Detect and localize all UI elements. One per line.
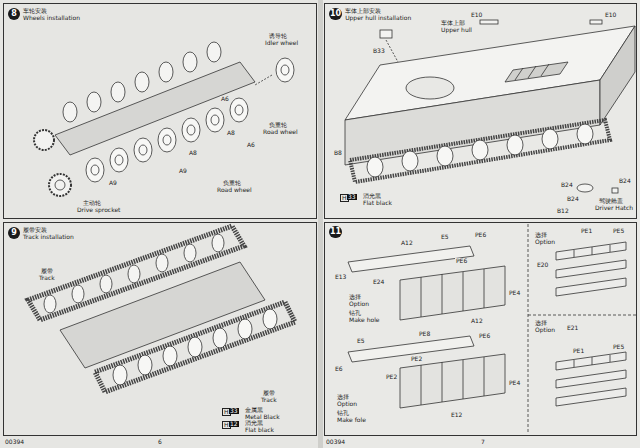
- part-label: PE4: [508, 380, 521, 386]
- step-title-line: 车体上部安装: [345, 7, 411, 14]
- part-label: Make fole: [336, 417, 367, 423]
- step-header: 8车轮安装Wheels installation: [8, 7, 80, 21]
- step-title-line: 车轮安装: [23, 7, 80, 14]
- step-number: 10: [329, 8, 342, 20]
- step-title: 履带安装Track installation: [23, 226, 74, 240]
- part-label: E24: [372, 279, 385, 285]
- part-label: PE2: [385, 374, 398, 380]
- part-label: PE6: [474, 232, 487, 238]
- step-number: 8: [8, 8, 20, 20]
- part-label: Driver Hatch: [594, 205, 634, 211]
- part-label: E10: [470, 12, 483, 18]
- part-label: 金属黑: [244, 407, 264, 413]
- part-label: E21: [566, 325, 579, 331]
- part-label: 00394: [4, 439, 25, 445]
- part-label: Road wheel: [262, 129, 299, 135]
- part-label: B24: [566, 196, 580, 202]
- part-label: E10: [604, 12, 617, 18]
- part-label: 消光黑: [244, 420, 264, 426]
- part-label: A12: [470, 318, 484, 324]
- paint-code: 12: [229, 421, 239, 427]
- part-label: E5: [356, 338, 366, 344]
- part-label: E13: [334, 274, 347, 280]
- part-label: PE5: [612, 344, 625, 350]
- part-label: A12: [400, 240, 414, 246]
- part-label: B33: [372, 48, 386, 54]
- part-label: A9: [108, 180, 118, 186]
- part-label: 车体上部: [440, 20, 466, 26]
- part-label: B8: [333, 150, 343, 156]
- part-label: Flat black: [362, 200, 393, 206]
- part-label: 负重轮: [268, 122, 288, 128]
- part-label: E5: [440, 234, 450, 240]
- part-label: A6: [220, 96, 230, 102]
- part-label: Option: [348, 301, 370, 307]
- part-label: 7: [480, 439, 486, 445]
- part-label: 履带: [262, 390, 276, 396]
- step-number: 11: [329, 226, 342, 238]
- part-label: 钻孔: [348, 310, 362, 316]
- part-label: PE8: [418, 331, 431, 337]
- step-number: 9: [8, 227, 20, 239]
- part-label: PE1: [580, 228, 593, 234]
- part-label: E12: [450, 412, 463, 418]
- part-label: PE4: [508, 290, 521, 296]
- part-label: Option: [534, 239, 556, 245]
- part-label: B12: [556, 208, 570, 214]
- part-label: PE5: [612, 228, 625, 234]
- part-label: Make hole: [348, 317, 381, 323]
- step-header: 10车体上部安装Upper hull installation: [329, 7, 411, 21]
- part-label: 6: [157, 439, 163, 445]
- part-label: 驾驶舱盖: [598, 198, 624, 204]
- step-panel: 11: [324, 222, 637, 436]
- part-label: PE6: [478, 333, 491, 339]
- part-label: 选择: [336, 394, 350, 400]
- part-label: A8: [226, 130, 236, 136]
- part-label: 钻孔: [336, 410, 350, 416]
- paint-code: 33: [229, 408, 239, 414]
- part-label: PE2: [410, 356, 423, 362]
- part-label: Idler wheel: [264, 40, 299, 46]
- part-label: Drive sprocket: [76, 207, 121, 213]
- step-panel: 10车体上部安装Upper hull installation: [324, 3, 637, 219]
- part-label: 选择: [348, 294, 362, 300]
- part-label: PE6: [455, 258, 468, 264]
- step-title-line: Track installation: [23, 233, 74, 240]
- part-label: 主动轮: [82, 200, 102, 206]
- part-label: A9: [178, 168, 188, 174]
- part-label: Track: [38, 275, 56, 281]
- part-label: 诱导轮: [268, 33, 288, 39]
- part-label: Road wheel: [216, 187, 253, 193]
- paint-code: 33: [347, 194, 357, 200]
- part-label: Option: [534, 327, 556, 333]
- step-title-line: Wheels installation: [23, 14, 80, 21]
- step-panel: 9履带安装Track installation: [3, 222, 317, 436]
- part-label: B24: [618, 178, 632, 184]
- step-title: 车体上部安装Upper hull installation: [345, 7, 411, 21]
- part-label: 履带: [40, 268, 54, 274]
- step-title: 车轮安装Wheels installation: [23, 7, 80, 21]
- step-title-line: 履带安装: [23, 226, 74, 233]
- part-label: PE1: [572, 348, 585, 354]
- part-label: 消光黑: [362, 193, 382, 199]
- part-label: Flat black: [244, 427, 275, 433]
- part-label: 00394: [325, 439, 346, 445]
- part-label: B24: [560, 182, 574, 188]
- step-title-line: Upper hull installation: [345, 14, 411, 21]
- part-label: 选择: [534, 232, 548, 238]
- step-header: 11: [329, 226, 342, 238]
- part-label: E6: [334, 366, 344, 372]
- part-label: A6: [246, 142, 256, 148]
- part-label: Track: [260, 397, 278, 403]
- part-label: Option: [336, 401, 358, 407]
- part-label: 选择: [534, 320, 548, 326]
- step-header: 9履带安装Track installation: [8, 226, 74, 240]
- part-label: E20: [536, 262, 549, 268]
- part-label: 负重轮: [222, 180, 242, 186]
- part-label: Upper hull: [440, 27, 473, 33]
- part-label: A8: [188, 150, 198, 156]
